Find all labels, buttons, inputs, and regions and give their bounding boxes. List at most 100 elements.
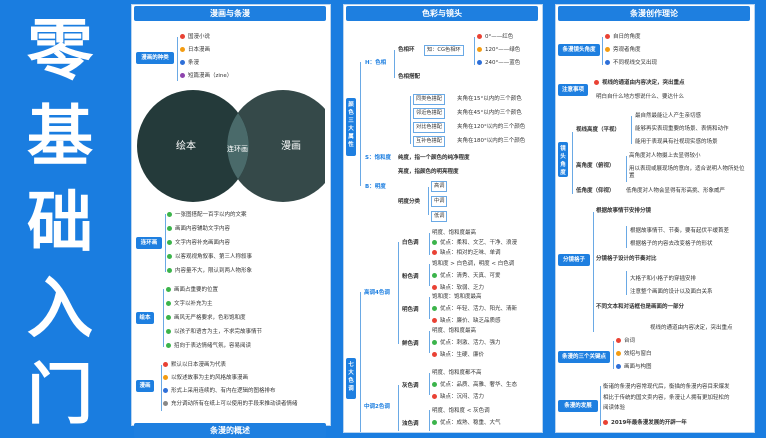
brightness-level: 高调 (431, 181, 448, 192)
tone-line: 明度、饱和度都不高 (432, 370, 482, 376)
split-line: 根据故事情节、节奏，要有起伏平缓首差 (630, 228, 730, 234)
list-item: 不同视线交叉出现 (605, 60, 657, 67)
tag-manhua: 漫画 (136, 380, 154, 392)
dev-line: 相比于传统的国文卖内容，条漫让人拥有更加轻松的 (603, 395, 730, 401)
list-item: 内容量不大，限认到两人物形象 (167, 268, 252, 275)
tone-line: 优点：年轻、活力、阳光、清新 (432, 306, 517, 313)
tone-line: 饱和度 > 白色调，明度 < 白色调 (432, 261, 515, 267)
connector (429, 264, 430, 286)
hue-match-box: 同类色搭配 (413, 94, 445, 105)
connector (429, 331, 430, 353)
connector (428, 187, 429, 215)
tone-name: 白色调 (402, 240, 419, 246)
title-char-3: 础 (27, 184, 93, 261)
hue-match-desc: 夹角在45°以内的三个颜色 (457, 110, 522, 116)
connector (626, 156, 627, 182)
tone-name: 粉色调 (402, 274, 419, 280)
label-mid-tones: 中调2色调 (364, 404, 390, 410)
list-item: 招向于表达情绪气氛，容易阅读 (166, 343, 251, 350)
tone-line: 优点：清秀、天真、可爱 (432, 273, 501, 280)
hue-match-box: 邻近色搭配 (413, 108, 445, 119)
tone-line: 缺点：相对的乏味、单调 (432, 250, 501, 257)
tone-line: 饱和度：饱和度最高 (432, 294, 482, 300)
lens-desc: 能够再实表现重要的场景、表情和动作 (635, 126, 729, 132)
connector (626, 271, 627, 295)
connector (593, 212, 594, 332)
connector (177, 37, 178, 81)
tone-line: 优点：品质、高雅、奢华、生态 (432, 382, 517, 389)
hue-value: 0°——红色 (477, 34, 513, 41)
connector (165, 214, 166, 272)
connector (394, 50, 395, 78)
hue-match-desc: 夹角在120°以内的三个颜色 (457, 124, 526, 130)
brightness-level: 中调 (431, 196, 448, 207)
tone-name: 明色调 (402, 307, 419, 313)
list-item: 以叙述故事为主的风格故事漫画 (163, 375, 248, 382)
label-saturation: S：饱和度 (365, 155, 391, 161)
label-high-tones: 高调4色调 (364, 290, 390, 296)
tag-lianhuan: 连环画 (136, 237, 162, 249)
connector (410, 96, 411, 144)
tag-seven-tones: 七大色调 (346, 358, 356, 399)
tone-name: 浊色调 (402, 421, 419, 427)
label-hue-match: 色相搭配 (398, 74, 421, 80)
list-item: 效绍与窗白 (616, 351, 652, 358)
hue-match-desc: 夹角在180°以内的三个颜色 (457, 138, 526, 144)
lens-desc: 高角度对人物摄上去显得较小 (629, 153, 701, 159)
connector (429, 373, 430, 395)
list-item: 画风无严格要求，色彩饱和度 (166, 315, 246, 322)
list-item: 以客观视角叙事、第三人称叙事 (167, 254, 252, 261)
hue-wheel-note: 知：CG色相环 (424, 45, 464, 56)
hue-match-box: 互补色搭配 (413, 136, 445, 147)
tag-color-attrs: 颜色三大属性 (346, 98, 356, 156)
tone-line: 优点：成熟、稳重、大气 (432, 420, 501, 427)
connector (398, 242, 399, 344)
brightness-level: 低调 (431, 211, 448, 222)
list-item: 文字内容补充画面内容 (167, 240, 230, 247)
split-intro: 根据故事情节安排分镜 (596, 208, 652, 214)
brightness-desc: 亮度，指颜色的明亮程度 (398, 169, 459, 175)
list-item: 自日的角度 (605, 34, 641, 41)
tone-line: 明度、饱和度 < 灰色调 (432, 408, 490, 414)
connector (474, 37, 475, 65)
connector (600, 386, 601, 426)
dev-line: 阅读体验 (603, 405, 626, 411)
hue-match-box: 对比色搭配 (413, 122, 445, 133)
list-item: 一张图搭配一百字以内的文案 (167, 212, 247, 219)
title-column (0, 0, 124, 431)
venn-left-label: 绘本 (176, 141, 196, 152)
split-line: 视线的通道由内容决定，突出重点 (650, 325, 733, 331)
tag-development: 条漫的发展 (558, 400, 598, 412)
tag-shot-angle: 条漫镜头角度 (558, 44, 600, 56)
tone-line: 明度、饱和度最高 (432, 328, 477, 334)
saturation-desc: 纯度，指一个颜色的纯净程度 (398, 155, 470, 161)
venn-overlap-label: 连环画 (227, 145, 248, 153)
connector (572, 132, 573, 194)
panel-manhua (131, 4, 331, 426)
tone-line: 优点：柔和、文艺、干净、浪漫 (432, 240, 517, 247)
lens-desc: 最自然最能让人产生亲切感 (635, 113, 702, 119)
tone-line: 优点：刺激、活力、强力 (432, 340, 501, 347)
tone-line: 缺点：软弱、乏力 (432, 285, 484, 292)
lens-desc: 用以表现或展现场的意向，适合说明人物所处位置 (629, 166, 745, 179)
list-item: 形式上采用连续的、有内在逻辑的图格排布 (163, 388, 276, 395)
list-item: 文字以补充为主 (166, 301, 213, 308)
split-title: 分镜格子设计的节奏对比 (596, 256, 657, 262)
connector (626, 226, 627, 248)
label-brightness: B：明度 (365, 184, 386, 190)
connector (429, 233, 430, 255)
lens-level: 高角度（俯视） (576, 163, 615, 169)
connector (161, 365, 162, 411)
venn-right-label: 漫画 (281, 141, 301, 152)
split-title: 不同文本和对话框也是画面的一部分 (596, 304, 685, 310)
venn-diagram (137, 90, 325, 202)
title-char-5: 门 (27, 356, 93, 433)
list-item: 短篇漫画（zine） (180, 73, 232, 80)
connector (429, 410, 430, 431)
list-item: 画面与构图 (616, 364, 652, 371)
tone-line: 缺点：生硬、廉价 (432, 352, 484, 359)
connector (429, 297, 430, 319)
header-manhua: 漫画与条漫 (134, 6, 326, 21)
tag-lens-angle: 镜头角度 (558, 142, 568, 177)
connector (360, 292, 361, 432)
